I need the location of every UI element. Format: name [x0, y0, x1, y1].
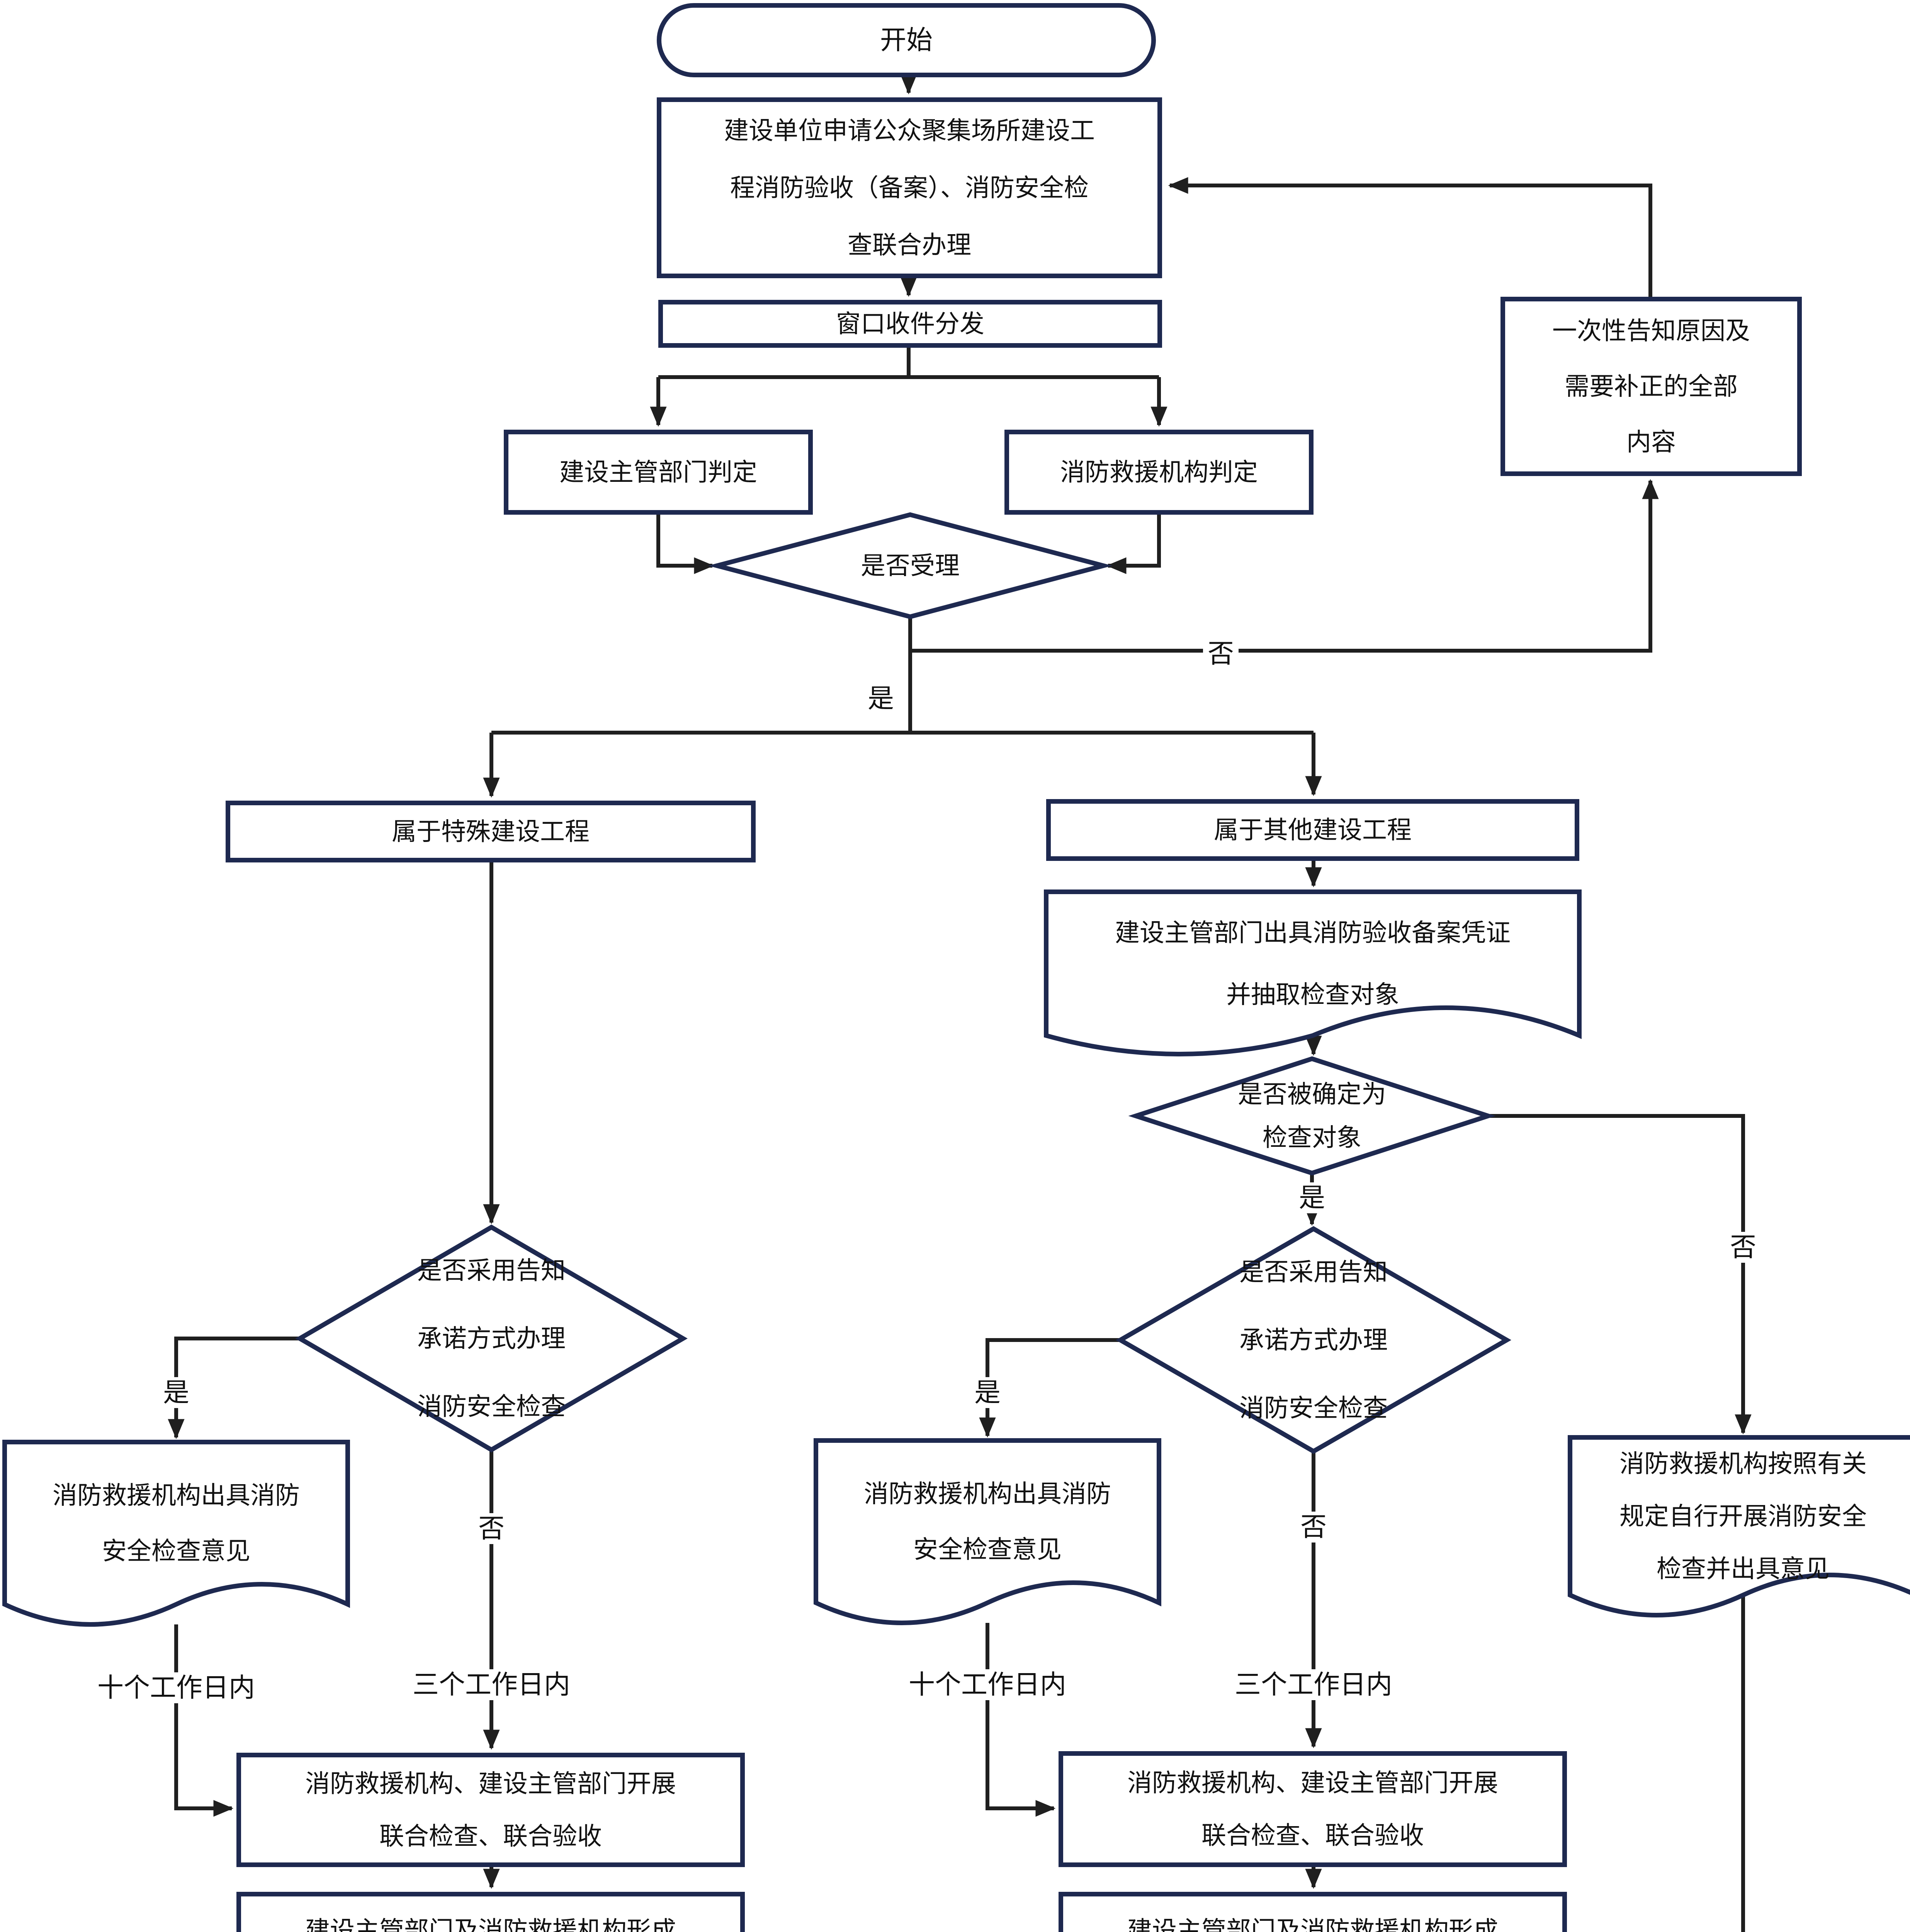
is-target-diamond-shape	[1128, 1056, 1496, 1176]
decision-shapes	[295, 512, 1512, 1454]
promise-right-decision: 是否采用告知 承诺方式办理 消防安全检查	[1239, 1258, 1388, 1422]
label-ten-days-right: 十个工作日内	[904, 1669, 1071, 1700]
opinion-left-document-shape	[2, 1440, 350, 1627]
notify-correction-box: 一次性告知原因及 需要补正的全部 内容	[1500, 297, 1802, 476]
record-cert-document-shape	[1044, 889, 1582, 1056]
apply-box: 建设单位申请公众聚集场所建设工 程消防验收（备案）、消防安全检 查联合办理	[657, 97, 1162, 278]
dept-judge-box: 建设主管部门判定	[504, 430, 813, 515]
special-project-box: 属于特殊建设工程	[226, 801, 756, 862]
opinion-right-document-shape	[814, 1438, 1161, 1625]
label-yes-promise-right: 是	[969, 1377, 1006, 1408]
promise-left-decision: 是否采用告知 承诺方式办理 消防安全检查	[417, 1257, 566, 1420]
label-yes-accept: 是	[863, 683, 899, 714]
conclusion-left-box: 建设主管部门及消防救援机构形成 消防技术标准判定结论	[236, 1892, 745, 1932]
is-target-decision: 是否被确定为 检查对象	[1238, 1080, 1386, 1151]
label-yes-is-target: 是	[1294, 1182, 1330, 1213]
document-shapes	[2, 889, 1910, 1627]
fire-judge-box: 消防救援机构判定	[1004, 430, 1314, 515]
opinion-left-document: 消防救援机构出具消防 安全检查意见	[53, 1481, 300, 1565]
accept-diamond-shape	[708, 512, 1113, 619]
promise-left-diamond-shape	[295, 1225, 688, 1452]
label-three-days-right: 三个工作日内	[1230, 1669, 1397, 1700]
start-terminal: 开始	[657, 3, 1156, 77]
opinion-right-document: 消防救援机构出具消防 安全检查意见	[864, 1480, 1111, 1563]
label-no-promise-left: 否	[473, 1513, 510, 1544]
self-check-document-shape	[1568, 1435, 1910, 1617]
label-ten-days-left: 十个工作日内	[92, 1672, 260, 1703]
label-yes-promise-left: 是	[158, 1377, 194, 1408]
label-three-days-left: 三个工作日内	[408, 1669, 575, 1700]
joint-inspection-left-box: 消防救援机构、建设主管部门开展 联合检查、联合验收	[236, 1753, 745, 1867]
window-dispatch-box: 窗口收件分发	[658, 300, 1162, 348]
other-project-box: 属于其他建设工程	[1046, 799, 1579, 861]
label-no-is-target: 否	[1725, 1232, 1761, 1263]
self-check-document: 消防救援机构按照有关 规定自行开展消防安全 检查并出具意见	[1619, 1450, 1867, 1583]
promise-right-diamond-shape	[1115, 1226, 1512, 1454]
joint-inspection-right-box: 消防救援机构、建设主管部门开展 联合检查、联合验收	[1059, 1751, 1567, 1867]
conclusion-right-box: 建设主管部门及消防救援机构形成 一致的消防技术标准判定结论	[1059, 1892, 1567, 1932]
label-no-accept: 否	[1203, 638, 1239, 669]
label-no-promise-right: 否	[1295, 1512, 1332, 1543]
accept-decision: 是否受理	[861, 552, 960, 580]
record-cert-document: 建设主管部门出具消防验收备案凭证 并抽取检查对象	[1115, 919, 1511, 1009]
